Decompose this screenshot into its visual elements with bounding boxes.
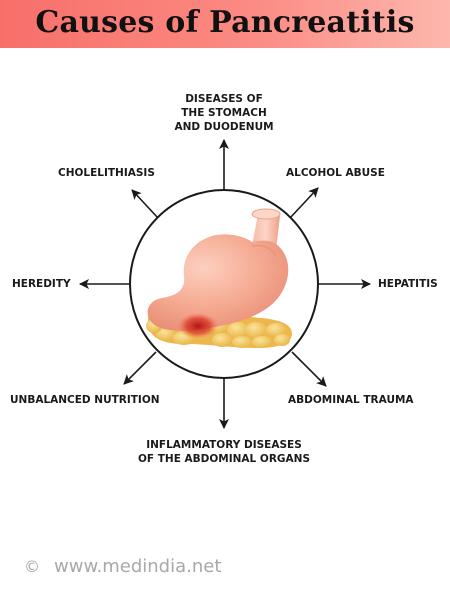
cause-abdominal-trauma: ABDOMINAL TRAUMA	[288, 394, 414, 406]
cause-stomach-duodenum: DISEASES OF THE STOMACH AND DUODENUM	[174, 93, 274, 133]
site-url: www.medindia.net	[54, 556, 222, 577]
cause-alcohol-abuse: ALCOHOL ABUSE	[286, 167, 385, 179]
cause-unbalanced-nutrition: UNBALANCED NUTRITION	[10, 394, 160, 406]
title-banner: Causes of Pancreatitis	[0, 0, 450, 48]
stomach-illustration	[147, 208, 289, 331]
inflammation-spot	[178, 313, 218, 339]
cause-heredity: HEREDITY	[12, 278, 71, 290]
cause-inflammatory-diseases: INFLAMMATORY DISEASES OF THE ABDOMINAL O…	[137, 439, 311, 465]
arrow-bottom-right	[291, 351, 327, 387]
arrow-top-right	[289, 187, 319, 219]
cause-cholelithiasis: CHOLELITHIASIS	[58, 167, 155, 179]
page-title: Causes of Pancreatitis	[35, 5, 415, 40]
arrow-bottom-left	[123, 351, 157, 385]
footer-credit: © www.medindia.net	[24, 556, 221, 577]
copyright-symbol: ©	[24, 557, 40, 576]
arrow-top-left	[131, 189, 159, 219]
cause-hepatitis: HEPATITIS	[378, 278, 438, 290]
